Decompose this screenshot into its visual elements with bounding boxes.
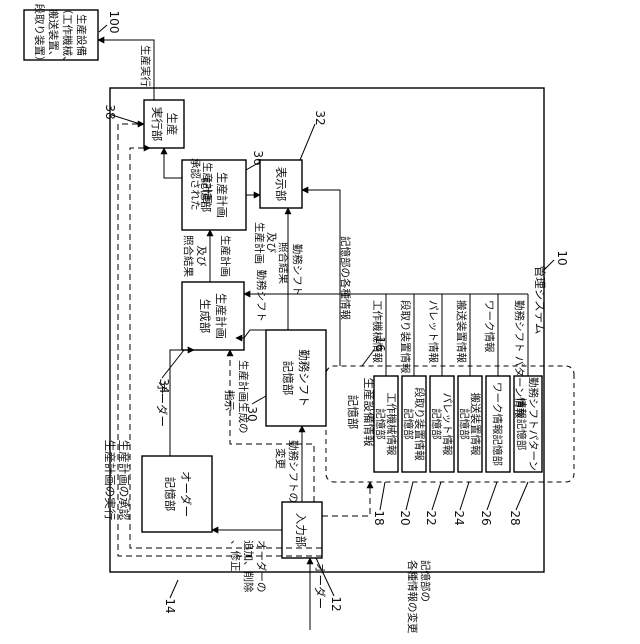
equipment-label-1: 生産設備 bbox=[75, 14, 88, 56]
store-ref-leader-pallet bbox=[432, 482, 441, 510]
plan-result-label-1: 生産計画 bbox=[219, 235, 232, 277]
store-label-shift-pattern-1: 勤務シフトパターン bbox=[527, 377, 540, 471]
order-memory-label-1: オーダー bbox=[179, 471, 193, 517]
equipment-ref: 100 bbox=[107, 11, 121, 34]
approved-plan-label-2: 生産計画 bbox=[201, 162, 214, 204]
store-label-work-1: ワーク情報記憶部 bbox=[491, 382, 504, 466]
info-label-pallet: パレット情報 bbox=[427, 300, 440, 363]
display-unit-ref-leader bbox=[300, 124, 315, 160]
storage-change-label-2: 各種情報の変更 bbox=[406, 560, 419, 634]
input-to-storage-arrow bbox=[322, 482, 370, 516]
plan-generator-label-1: 生産計画 bbox=[214, 293, 228, 339]
equipment-label-3: 搬送装置、 bbox=[47, 9, 60, 62]
shift-to-generator-label: 勤務シフト bbox=[255, 270, 268, 323]
order-to-generator-label: オーダー bbox=[155, 381, 169, 427]
approved-plan-label-1: 承認された bbox=[189, 158, 202, 211]
storage-change-label-1: 記憶部の bbox=[419, 560, 432, 602]
shift-memory-label-2: 記憶部 bbox=[281, 361, 295, 396]
system-title: 管理システム bbox=[533, 266, 547, 335]
store-ref-leader-shift-pattern bbox=[516, 482, 528, 510]
store-ref-leader-work bbox=[487, 482, 497, 510]
store-ref-transport: 24 bbox=[452, 510, 466, 525]
plan-result-display-label-1: 生産計画 bbox=[253, 222, 266, 264]
shift-memory-label-1: 勤務シフト bbox=[297, 349, 311, 407]
exec-unit-ref: 38 bbox=[103, 104, 117, 119]
info-label-work: ワーク情報 bbox=[483, 300, 496, 353]
store-ref-machine: 18 bbox=[372, 510, 386, 525]
plan-generator-label-2: 生成部 bbox=[198, 299, 212, 334]
shift-change-label-1: 勤務シフトの bbox=[287, 440, 300, 503]
equipment-label-2: （工作機械、 bbox=[61, 4, 74, 67]
equipment-ref-leader bbox=[99, 25, 107, 32]
display-unit-ref: 32 bbox=[313, 110, 327, 125]
display-unit-label: 表示部 bbox=[274, 167, 288, 202]
store-label-setup-2: 記憶部 bbox=[402, 408, 415, 440]
info-label-transport: 搬送装置情報 bbox=[455, 300, 468, 363]
input-unit-ref: 12 bbox=[329, 596, 343, 611]
production-exec-label: 生産実行 bbox=[139, 45, 152, 87]
external-order-label: オーダー bbox=[313, 563, 327, 609]
system-ref: 10 bbox=[555, 250, 569, 265]
gen-instruction-label-1: 生産計画生成の bbox=[237, 360, 250, 434]
facility-group-label-2: 記憶部 bbox=[346, 395, 360, 430]
store-ref-setup: 20 bbox=[398, 510, 412, 525]
input-unit-label: 入力部 bbox=[294, 513, 308, 548]
store-label-pallet-2: 記憶部 bbox=[430, 408, 443, 440]
plan-approval-label: 生産計画の承認 bbox=[117, 440, 131, 521]
plan-generator-ref-leader bbox=[162, 350, 184, 378]
plan-result-display-label-2: 及び bbox=[265, 232, 277, 253]
store-ref-work: 26 bbox=[479, 510, 493, 525]
plan-result-label-3: 照合結果 bbox=[182, 235, 195, 277]
plan-result-label-2: 及び bbox=[195, 246, 207, 267]
store-ref-leader-transport bbox=[460, 482, 469, 510]
exec-unit-label-1: 生産 bbox=[165, 113, 179, 136]
order-memory-ref: 14 bbox=[163, 598, 177, 613]
store-ref-pallet: 22 bbox=[424, 510, 438, 525]
store-label-transport-2: 記憶部 bbox=[458, 408, 471, 440]
plan-exec-label: 生産計画の実行 bbox=[103, 440, 117, 521]
plan-generator-box bbox=[182, 282, 244, 350]
store-label-machine-2: 記憶部 bbox=[374, 408, 387, 440]
store-ref-leader-setup bbox=[406, 482, 413, 510]
order-memory-ref-leader bbox=[170, 580, 178, 598]
shift-to-display-label: 勤務シフト bbox=[291, 244, 304, 297]
gen-instruction-label-2: 指示 bbox=[223, 390, 236, 411]
info-label-shift-pattern: 勤務シフト パターン情報 bbox=[513, 300, 526, 419]
exec-unit-label-2: 実行部 bbox=[150, 107, 164, 142]
plan-memory-label-1: 生産計画 bbox=[215, 172, 229, 218]
order-to-generator-arrow bbox=[170, 350, 194, 456]
plan-memory-to-exec-arrow bbox=[164, 148, 182, 178]
store-ref-leader-machine bbox=[380, 482, 385, 510]
storage-to-display-label: 記憶部の各種情報 bbox=[339, 236, 352, 320]
shift-change-label-2: 変更 bbox=[274, 448, 287, 469]
info-label-setup: 段取り装置情報 bbox=[399, 300, 412, 374]
order-memory-label-2: 記憶部 bbox=[163, 477, 177, 512]
store-ref-shift-pattern: 28 bbox=[508, 510, 522, 525]
shift-memory-ref-leader bbox=[252, 396, 266, 404]
info-label-machine: 工作機械情報 bbox=[371, 300, 384, 363]
equipment-label-4: 段取り装置） bbox=[33, 4, 46, 67]
plan-result-display-label-3: 照合結果 bbox=[277, 242, 290, 284]
shift-memory-box bbox=[266, 330, 326, 426]
rotated-frame: 管理システム 10 生産設備 （工作機械、 搬送装置、 段取り装置） 100 生… bbox=[24, 4, 574, 634]
